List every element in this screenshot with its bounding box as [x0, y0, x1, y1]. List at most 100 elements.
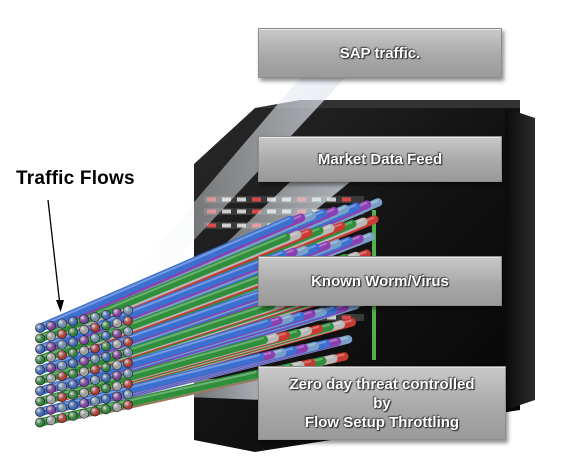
flow-tube-highlight: [39, 285, 276, 369]
device-port: [312, 209, 321, 214]
flow-tube-end-shine: [46, 363, 56, 373]
flow-tube-end-shine: [101, 394, 111, 404]
device-port: [342, 315, 351, 320]
flow-tube-end-shine: [79, 398, 89, 408]
flow-tube-end-shine: [35, 375, 45, 386]
flow-tube: [35, 335, 268, 406]
device-port: [342, 197, 351, 202]
flow-tube-end-shine: [101, 362, 111, 372]
flow-tube-end-shine: [90, 312, 100, 322]
flow-tube-highlight: [39, 217, 291, 327]
flow-tube-end-shine: [90, 396, 100, 406]
flow-tube-end-shine: [112, 339, 122, 349]
device-led-strip: [372, 210, 376, 270]
device-port: [327, 315, 336, 320]
flow-tube-highlight: [39, 319, 268, 390]
flow-tube-end-shine: [35, 407, 45, 417]
flow-tube-end-shine: [57, 413, 67, 423]
flow-tube-end-shine: [112, 392, 122, 402]
device-port: [222, 209, 231, 214]
flow-tube-highlight: [39, 268, 280, 359]
flow-tube-end-shine: [57, 392, 67, 402]
zero-day-line-2: by: [373, 394, 391, 412]
flow-tube-end-shine: [68, 348, 78, 358]
flow-tube-end-shine: [68, 358, 78, 368]
flow-tube: [35, 318, 272, 396]
flow-tube-end-shine: [46, 342, 56, 352]
flow-tube-end-shine: [57, 350, 67, 360]
flow-tube-end-shine: [57, 329, 67, 339]
device-port: [237, 223, 246, 228]
device-port: [222, 223, 231, 228]
flow-tube-end-shine: [123, 326, 133, 336]
flow-tube: [35, 284, 280, 375]
flow-tube-end-shine: [101, 310, 111, 320]
flow-tube-end-shine: [35, 323, 45, 333]
flow-tube-end-shine: [112, 318, 122, 328]
flow-tube-end-shine: [101, 352, 111, 362]
flow-tube-end-shine: [46, 415, 56, 425]
flow-tube-end-shine: [68, 390, 78, 400]
flow-tube-end-shine: [79, 325, 89, 335]
flow-tube-end-shine: [57, 382, 67, 392]
flow-tube-end-shine: [79, 356, 89, 366]
flow-tube-end-shine: [35, 396, 45, 407]
flow-tube-end-shine: [46, 384, 56, 394]
flow-tube-end-shine: [112, 350, 122, 360]
flow-tube-end-shine: [79, 388, 89, 398]
flow-tube-end-shine: [57, 361, 67, 371]
flow-tube-end-shine: [123, 368, 133, 378]
flow-tube-end-shine: [101, 341, 111, 351]
flow-tube-end-shine: [68, 327, 78, 337]
flow-tube-end-shine: [101, 383, 111, 393]
flow-tube-end-shine: [112, 360, 122, 370]
flow-tube-end-shine: [123, 347, 133, 357]
flow-tube-end-shine: [112, 329, 122, 339]
flow-tube-end-shine: [68, 369, 78, 379]
callout-market-data-feed: Market Data Feed: [258, 136, 502, 182]
flow-tube-end-shine: [57, 340, 67, 350]
device-port: [207, 223, 216, 228]
flow-tube-end-shine: [35, 417, 45, 428]
flow-tube-end-shine: [101, 404, 111, 414]
flow-tube-end-shine: [123, 379, 133, 389]
flow-tube-end-shine: [68, 411, 78, 421]
device-port: [237, 197, 246, 202]
flow-tube: [35, 249, 287, 354]
traffic-flows-arrow: [47, 199, 64, 312]
device-side: [505, 108, 535, 410]
flow-tube-end-shine: [35, 365, 45, 375]
flow-tube-end-shine: [112, 371, 122, 381]
flow-tube-highlight: [39, 353, 261, 411]
flow-tube-end-shine: [57, 371, 67, 381]
device-port: [327, 197, 336, 202]
device-port: [252, 197, 261, 202]
flow-tube: [35, 267, 283, 364]
flow-tube: [35, 301, 276, 385]
flow-tube-end-shine: [90, 333, 100, 343]
flow-tube-end-shine: [123, 337, 133, 347]
flow-tube-end-shine: [79, 409, 89, 419]
flow-tube-end-shine: [35, 386, 45, 396]
flow-tube-end-shine: [79, 335, 89, 345]
flow-tube-highlight: [39, 302, 272, 380]
flow-tube-end-shine: [90, 364, 100, 375]
traffic-flows-label: Traffic Flows: [16, 168, 135, 189]
flow-tube-end-shine: [35, 354, 45, 365]
flow-tube-end-shine: [123, 316, 133, 326]
flow-tube-end-shine: [112, 381, 122, 391]
device-port: [267, 197, 276, 202]
flow-tube-end-shine: [123, 400, 133, 410]
flow-tube-end-shine: [57, 403, 67, 413]
flow-tube-end-shine: [35, 344, 45, 354]
flow-tube-end-shine: [79, 377, 89, 387]
flow-tube-end-shine: [90, 375, 100, 385]
flow-tube: [35, 215, 295, 333]
flow-tube-end-shine: [79, 314, 89, 324]
flow-tube-end-shine: [112, 308, 122, 318]
callout-sap-traffic: SAP traffic.: [258, 28, 502, 78]
flow-tube-end-shine: [123, 358, 133, 368]
device-led-strip: [372, 300, 376, 360]
flow-tube-end-shine: [68, 316, 78, 326]
device-port: [252, 209, 261, 214]
